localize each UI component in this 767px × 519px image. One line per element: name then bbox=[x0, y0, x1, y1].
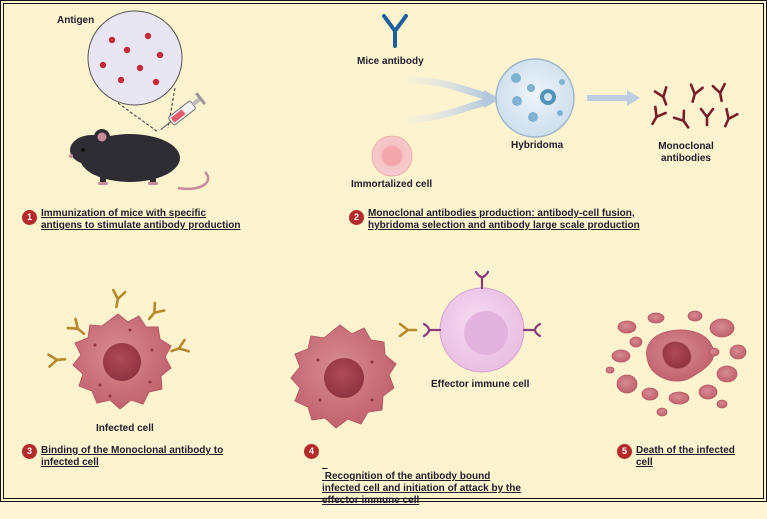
monoclonal-antibodies-label: Monoclonal antibodies bbox=[658, 141, 714, 164]
step-4-badge: 4 bbox=[304, 444, 319, 459]
step-3-badge: 3 bbox=[22, 444, 37, 459]
immortalized-cell bbox=[371, 135, 413, 177]
antigen-circle bbox=[87, 10, 183, 133]
monoclonal-antibodies-group bbox=[651, 82, 739, 129]
antigen-label: Antigen bbox=[57, 15, 95, 26]
step-2-badge: 2 bbox=[349, 210, 364, 225]
hybridoma-dish bbox=[495, 58, 575, 138]
immortalized-cell-label: Immortalized cell bbox=[351, 179, 433, 190]
infected-cell-binding bbox=[72, 313, 172, 410]
fusion-arrows bbox=[406, 76, 500, 124]
syringe-icon bbox=[160, 92, 207, 131]
effector-immune-cell bbox=[422, 270, 542, 373]
dead-cell-fragments bbox=[605, 310, 747, 417]
output-arrow bbox=[587, 90, 640, 106]
mouse-icon bbox=[69, 129, 210, 191]
effector-immune-cell-label: Effector immune cell bbox=[431, 379, 530, 390]
diagram-artwork bbox=[47, 10, 747, 429]
infected-cell-label: Infected cell bbox=[96, 423, 154, 434]
hybridoma-label: Hybridoma bbox=[511, 140, 564, 151]
step-1-badge: 1 bbox=[22, 210, 37, 225]
mice-antibody-label: Mice antibody bbox=[357, 56, 424, 67]
bound-antibodies bbox=[47, 288, 190, 368]
infected-cell-target bbox=[290, 324, 397, 429]
step-2-caption: Monoclonal antibodies production: antibo… bbox=[368, 208, 640, 231]
bridging-antibody bbox=[398, 322, 418, 338]
step-5-badge: 5 bbox=[617, 444, 632, 459]
mice-antibody-icon bbox=[382, 14, 408, 48]
